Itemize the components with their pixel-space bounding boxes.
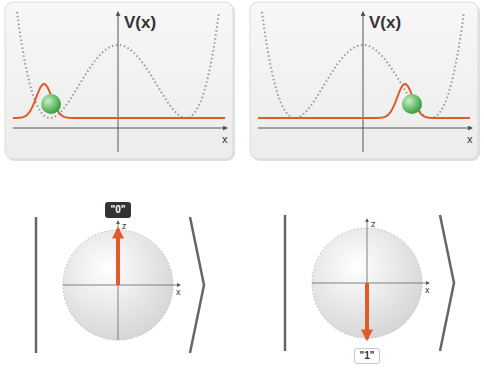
ket-bar [284, 215, 287, 351]
axis-label: x [467, 134, 473, 145]
state-arrow [365, 283, 369, 339]
bloch-sphere [36, 217, 204, 353]
axis-title: V(x) [369, 14, 401, 31]
potential-panel [5, 2, 235, 161]
axis-label: x [176, 288, 181, 297]
wavefunction [258, 84, 470, 118]
state-label: "1" [359, 351, 374, 361]
axis-label: x [425, 286, 430, 295]
ket-angle [440, 215, 454, 351]
x-axis [13, 128, 227, 129]
state-label: "0" [110, 205, 125, 215]
v-axis [118, 12, 119, 152]
ket-bar [35, 217, 38, 353]
axis-title: V(x) [124, 14, 156, 31]
axis-label: z [122, 222, 127, 231]
particle-ball [402, 94, 422, 114]
bloch-sphere [285, 215, 454, 351]
state-arrow [116, 229, 120, 285]
state-badge: "1" [354, 348, 380, 364]
axis-label: x [222, 134, 228, 145]
wavefunction [13, 84, 225, 118]
potential-panel [250, 2, 480, 161]
axis-label: z [371, 220, 376, 229]
state-badge: "0" [105, 202, 131, 218]
v-axis [363, 12, 364, 152]
x-axis [258, 128, 472, 129]
ket-angle [190, 217, 204, 353]
particle-ball [41, 94, 61, 114]
